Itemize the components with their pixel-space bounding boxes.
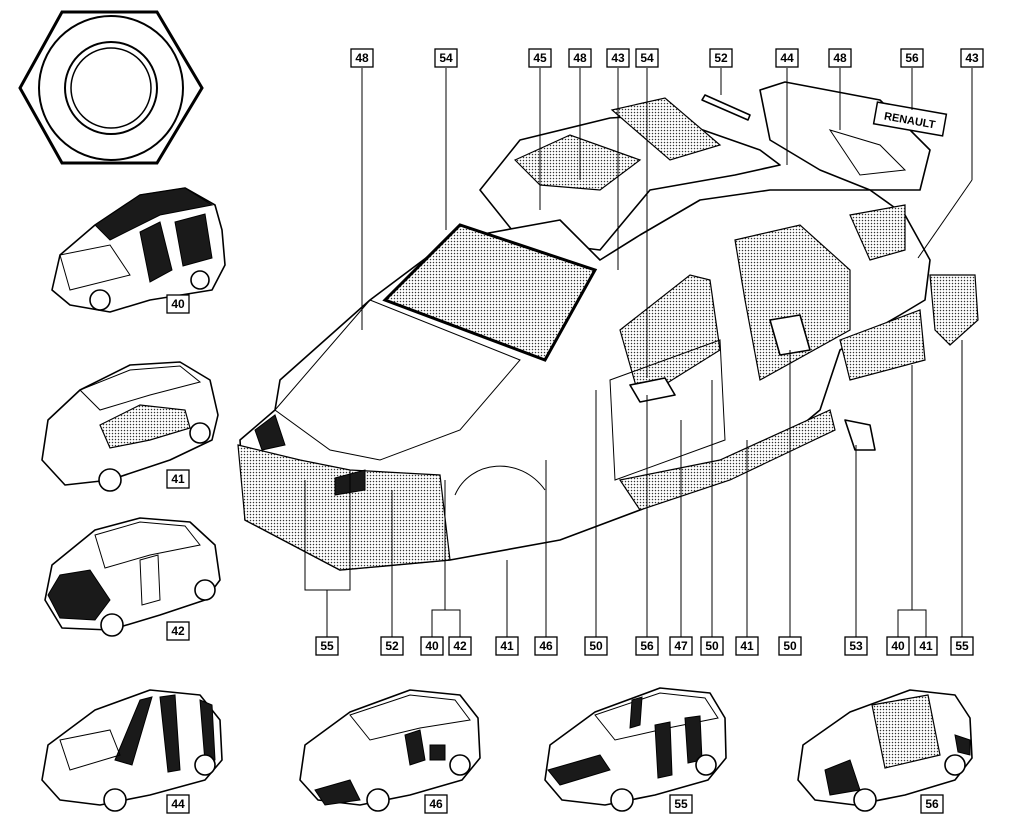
callout-48: 48 xyxy=(350,48,374,68)
svg-text:46: 46 xyxy=(429,797,443,811)
callout-52: 52 xyxy=(709,48,733,68)
callout-55: 55 xyxy=(315,636,339,656)
callout-56: 56 xyxy=(900,48,924,68)
thumbnail-car-41 xyxy=(41,361,219,492)
svg-text:42: 42 xyxy=(453,639,467,653)
thumbnail-car-56 xyxy=(797,689,973,812)
callouts-bottom-row: 55 52 40 42 41 46 50 56 47 50 41 50 53 4… xyxy=(315,636,974,656)
svg-text:50: 50 xyxy=(705,639,719,653)
svg-text:44: 44 xyxy=(780,51,794,65)
callout-40: 40 xyxy=(420,636,444,656)
callout-55: 55 xyxy=(950,636,974,656)
thumbnail-label-44: 44 xyxy=(166,794,190,814)
svg-text:55: 55 xyxy=(320,639,334,653)
svg-text:41: 41 xyxy=(500,639,514,653)
svg-text:50: 50 xyxy=(783,639,797,653)
callout-52: 52 xyxy=(380,636,404,656)
svg-text:56: 56 xyxy=(640,639,654,653)
svg-text:43: 43 xyxy=(965,51,979,65)
svg-text:44: 44 xyxy=(171,797,185,811)
callout-56: 56 xyxy=(635,636,659,656)
svg-text:54: 54 xyxy=(439,51,453,65)
svg-text:55: 55 xyxy=(955,639,969,653)
callout-53: 53 xyxy=(844,636,868,656)
thumbnail-labels: 40 41 42 44 46 55 56 xyxy=(166,294,944,814)
callout-48: 48 xyxy=(568,48,592,68)
thumbnail-car-42 xyxy=(44,517,221,637)
svg-text:42: 42 xyxy=(171,624,185,638)
svg-text:46: 46 xyxy=(539,639,553,653)
svg-text:50: 50 xyxy=(589,639,603,653)
callout-44: 44 xyxy=(775,48,799,68)
svg-text:41: 41 xyxy=(919,639,933,653)
callouts-top-row: 48 54 45 48 43 54 52 44 48 56 43 xyxy=(350,48,984,68)
svg-text:47: 47 xyxy=(674,639,688,653)
callout-50: 50 xyxy=(778,636,802,656)
callout-50: 50 xyxy=(700,636,724,656)
thumbnail-car-40 xyxy=(51,187,226,313)
thumbnail-car-55 xyxy=(544,687,727,812)
svg-text:55: 55 xyxy=(674,797,688,811)
svg-text:43: 43 xyxy=(611,51,625,65)
thumbnail-label-55: 55 xyxy=(669,794,693,814)
svg-text:40: 40 xyxy=(891,639,905,653)
svg-text:56: 56 xyxy=(925,797,939,811)
callout-47: 47 xyxy=(669,636,693,656)
callout-45: 45 xyxy=(528,48,552,68)
svg-text:41: 41 xyxy=(171,472,185,486)
main-car-body: RENAULT xyxy=(237,81,979,571)
hex-nut-icon xyxy=(18,10,204,165)
leader-lines xyxy=(304,68,973,637)
svg-text:53: 53 xyxy=(849,639,863,653)
svg-text:48: 48 xyxy=(355,51,369,65)
thumbnail-car-46 xyxy=(299,689,481,812)
callout-43: 43 xyxy=(606,48,630,68)
thumbnail-label-46: 46 xyxy=(424,794,448,814)
svg-text:54: 54 xyxy=(640,51,654,65)
callout-50: 50 xyxy=(584,636,608,656)
callout-48: 48 xyxy=(828,48,852,68)
lock-part-53 xyxy=(844,419,876,451)
callout-54: 54 xyxy=(434,48,458,68)
svg-text:45: 45 xyxy=(533,51,547,65)
thumbnail-label-41: 41 xyxy=(166,469,190,489)
thumbnail-label-42: 42 xyxy=(166,621,190,641)
thumbnail-label-56: 56 xyxy=(920,794,944,814)
svg-text:52: 52 xyxy=(385,639,399,653)
renault-badge: RENAULT xyxy=(872,101,948,137)
callout-41: 41 xyxy=(914,636,938,656)
callout-54: 54 xyxy=(635,48,659,68)
svg-text:48: 48 xyxy=(573,51,587,65)
svg-text:52: 52 xyxy=(714,51,728,65)
callout-46: 46 xyxy=(534,636,558,656)
svg-text:48: 48 xyxy=(833,51,847,65)
thumbnail-label-40: 40 xyxy=(166,294,190,314)
svg-text:40: 40 xyxy=(425,639,439,653)
thumbnail-car-44 xyxy=(41,689,223,812)
callout-41: 41 xyxy=(735,636,759,656)
callout-43: 43 xyxy=(960,48,984,68)
svg-text:40: 40 xyxy=(171,297,185,311)
callout-41: 41 xyxy=(495,636,519,656)
callout-42: 42 xyxy=(448,636,472,656)
svg-text:56: 56 xyxy=(905,51,919,65)
callout-40: 40 xyxy=(886,636,910,656)
svg-text:41: 41 xyxy=(740,639,754,653)
